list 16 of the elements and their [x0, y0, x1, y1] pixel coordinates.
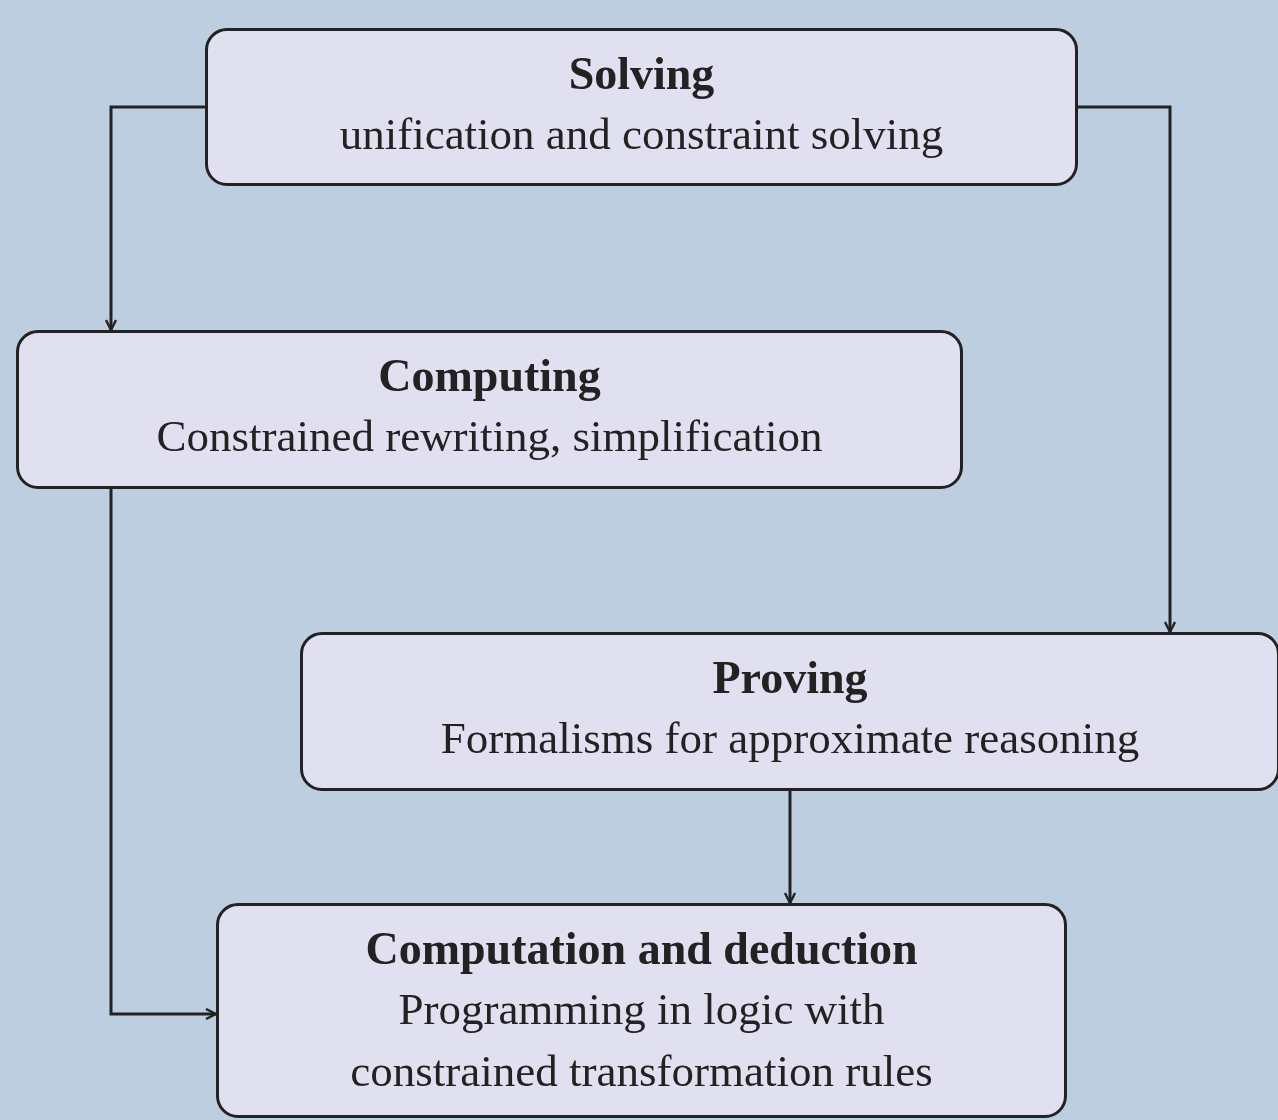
arrow [783, 791, 797, 905]
box-heading: Proving [712, 651, 868, 705]
box-description: Formalisms for approximate reasoning [440, 712, 1140, 765]
box-heading: Solving [568, 47, 715, 101]
box-description: Constrained rewriting, simplification [156, 410, 823, 463]
box-description: Programming in logic with constrained transformation rules [349, 983, 934, 1098]
arrow [104, 105, 205, 332]
process-box [16, 330, 963, 489]
box-heading: Computation and deduction [365, 922, 918, 976]
box-heading: Computing [378, 349, 601, 403]
box-description: unification and constraint solving [339, 108, 944, 161]
process-box [216, 903, 1067, 1118]
arrow [109, 489, 218, 1021]
arrow [1078, 105, 1177, 634]
process-box [300, 632, 1278, 791]
process-box [205, 28, 1078, 186]
